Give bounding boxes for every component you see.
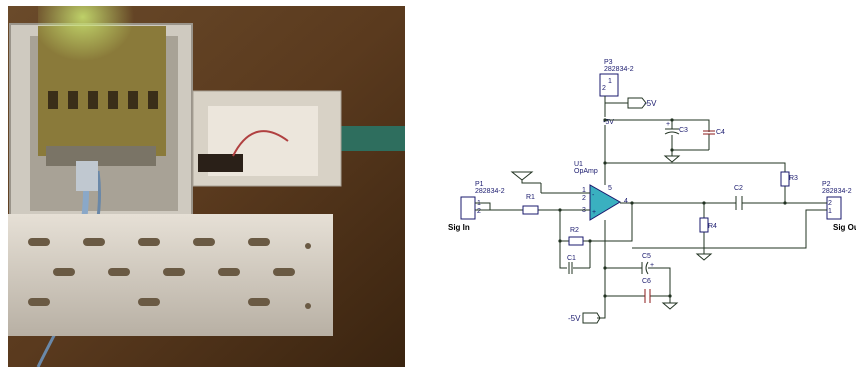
opamp-u1: U1 OpAmp - + 1 2 3 4 5 (574, 161, 628, 221)
r2-label: R2 (570, 227, 579, 234)
neg5v-label-bottom: -5V (568, 314, 581, 323)
r1-label: R1 (526, 194, 535, 201)
u1-triangle (589, 184, 621, 221)
p3-body (599, 73, 619, 97)
r1-body (522, 205, 539, 215)
c2-label: C2 (734, 185, 743, 192)
c3-label: C3 (679, 127, 688, 134)
small-module (198, 154, 243, 172)
p1-pin2: 2 (477, 208, 481, 215)
bracket-holes (28, 238, 311, 309)
p1-body (460, 196, 476, 220)
u1-pin4: 4 (624, 198, 628, 205)
r4-label: R4 (708, 223, 717, 230)
u1-plus: + (592, 209, 596, 216)
p1-part: 282834-2 (475, 188, 505, 195)
c1-label: C1 (567, 255, 576, 262)
board-components (48, 91, 158, 109)
u1-minus: - (592, 192, 595, 199)
u1-pin1: 1 (582, 187, 586, 194)
board-glow (38, 6, 166, 116)
connector-p1: P1 282834-2 1 2 Sig In (448, 181, 505, 232)
u1-pin2: 2 (582, 195, 586, 202)
hardware-photo (8, 6, 405, 367)
c3-plus: + (666, 121, 670, 128)
c5-label: C5 (642, 253, 651, 260)
p3-part: 282834-2 (604, 66, 634, 73)
u1-part: OpAmp (574, 168, 598, 175)
r3-label: R3 (789, 175, 798, 182)
connector-p2: P2 282834-2 2 1 Sig Out (822, 181, 856, 232)
neg5v-flag-top (627, 97, 647, 109)
junction-dots (558, 118, 787, 298)
c3-plate-bottom (664, 131, 680, 135)
usb-plug (76, 161, 98, 191)
c4-label: C4 (716, 129, 725, 136)
c5-plate-right (645, 261, 649, 275)
u1-pin5: 5 (608, 185, 612, 192)
teal-strip (338, 126, 405, 151)
board-connector (46, 146, 156, 166)
r2-body (568, 236, 584, 246)
p2-pin1: 1 (828, 208, 832, 215)
red-wires (232, 130, 289, 157)
neg5v-rail-label: -5V (603, 119, 614, 126)
sig-out-label: Sig Out (833, 223, 856, 232)
ground-c3c4 (663, 155, 681, 163)
p2-pin2: 2 (828, 200, 832, 207)
p2-part: 282834-2 (822, 188, 852, 195)
sig-in-label: Sig In (448, 223, 470, 232)
ground-u1-pin1 (510, 171, 534, 181)
c5-plus: + (650, 262, 654, 269)
c6-label: C6 (642, 278, 651, 285)
p1-ref: P1 (475, 181, 484, 188)
p2-body (826, 196, 842, 220)
connector-p3: P3 282834-2 2 1 (599, 59, 634, 97)
neg5v-flag-bottom (582, 312, 601, 324)
u1-ref: U1 (574, 161, 583, 168)
ground-r4 (695, 253, 713, 261)
neg5v-label-top: -5V (644, 99, 657, 108)
r3-body (780, 171, 790, 187)
r4-body (699, 217, 709, 233)
ground-c5c6 (661, 302, 679, 310)
p2-ref: P2 (822, 181, 831, 188)
p3-ref: P3 (604, 59, 613, 66)
p3-pin2: 2 (602, 85, 606, 92)
p3-pin1: 1 (608, 78, 612, 85)
